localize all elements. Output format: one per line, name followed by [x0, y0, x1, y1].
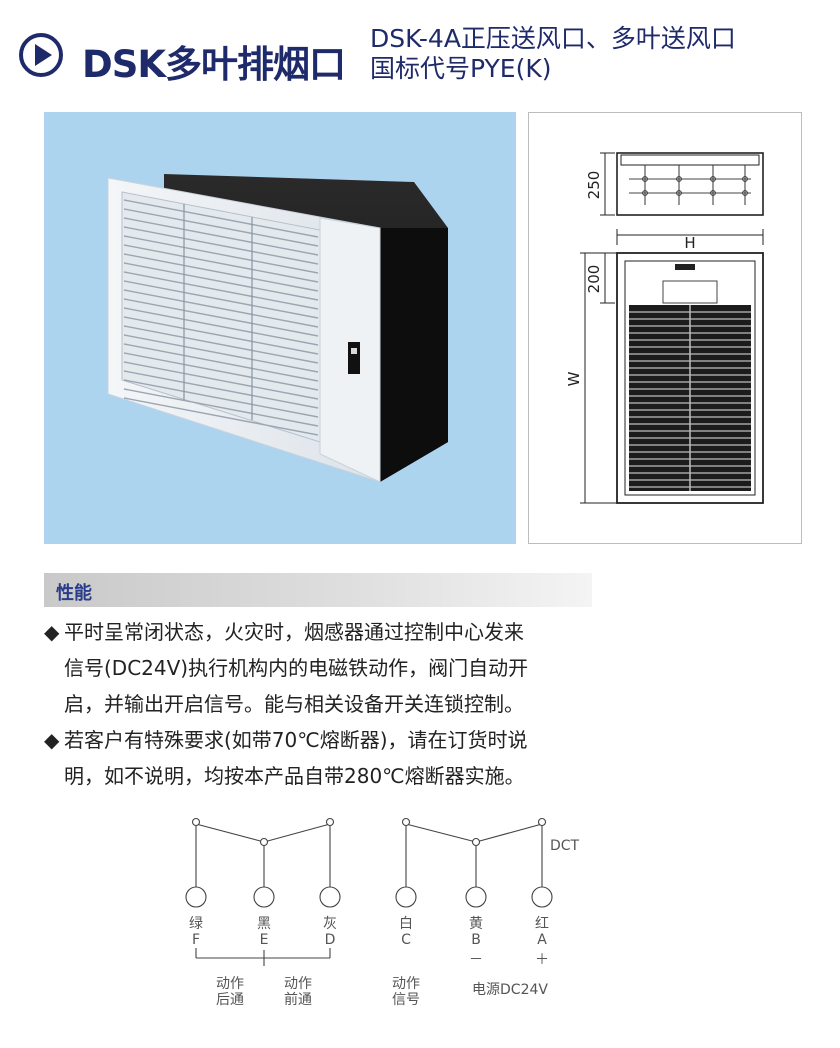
terminal-sign: ＋: [535, 952, 549, 968]
terminal-letter: C: [401, 932, 411, 948]
group-label-line1: 动作: [392, 976, 420, 992]
terminal-circle: [531, 886, 553, 908]
diamond-bullet-icon: ◆: [44, 728, 60, 752]
group-label-line1: 动作: [216, 976, 244, 992]
subtitle-line-1: DSK-4A正压送风口、多叶送风口: [370, 24, 736, 53]
dim-width-label: H: [684, 234, 695, 252]
terminal-color: 黄: [469, 915, 483, 932]
grille-louvers: [123, 199, 319, 436]
section-header: 性能: [44, 573, 592, 607]
bullet-item: ◆ 若客户有特殊要求(如带70℃熔断器)，请在订货时说 明，如不说明，均按本产品…: [44, 722, 604, 794]
dim-top-label: 200: [585, 265, 603, 294]
page-title: DSK多叶排烟口: [82, 43, 346, 86]
wiring-diagram: DCT 绿 F 黑 E 灰 D 白 C 黄 B － 红 A ＋ 动作 后通 动作…: [150, 810, 620, 1020]
terminal-circle: [395, 886, 417, 908]
diamond-bullet-icon: ◆: [44, 620, 60, 644]
terminal-circle: [319, 886, 341, 908]
dimension-drawing: 250 H 200: [528, 112, 802, 544]
group-label-line2: 后通: [216, 992, 244, 1008]
terminal-sign: －: [469, 952, 483, 968]
bullet-line: 明，如不说明，均按本产品自带280℃熔断器实施。: [64, 764, 525, 788]
play-icon: [19, 33, 63, 77]
terminal-color: 灰: [323, 916, 337, 932]
dimension-svg: 250 H 200: [565, 152, 764, 504]
dct-label: DCT: [550, 838, 580, 854]
header: DSK多叶排烟口 DSK-4A正压送风口、多叶送风口 国标代号PYE(K): [18, 22, 828, 86]
bullet-item: ◆ 平时呈常闭状态，火灾时，烟感器通过控制中心发来 信号(DC24V)执行机构内…: [44, 614, 604, 722]
terminal-letter: A: [537, 932, 547, 948]
dim-depth-label: 250: [585, 171, 603, 200]
terminal-circle: [465, 886, 487, 908]
dim-height-label: W: [565, 371, 583, 386]
smoke-vent-illustration: [107, 174, 448, 483]
terminal-color: 黑: [257, 916, 271, 932]
group-label-line2: 前通: [284, 991, 312, 1008]
terminal-letter: D: [325, 932, 336, 948]
terminal-color: 白: [399, 916, 413, 932]
subtitle-line-2: 国标代号PYE(K): [370, 54, 552, 83]
bullet-line: 若客户有特殊要求(如带70℃熔断器)，请在订货时说: [64, 728, 528, 752]
terminal-circle: [253, 886, 275, 908]
bullet-line: 平时呈常闭状态，火灾时，烟感器通过控制中心发来: [64, 620, 524, 644]
section-title: 性能: [56, 583, 92, 604]
terminal-letter: B: [471, 932, 481, 948]
terminal-letter: E: [260, 932, 269, 948]
bullet-line: 启，并输出开启信号。能与相关设备开关连锁控制。: [64, 692, 524, 716]
group-label-line2: 信号: [392, 992, 420, 1008]
terminal-color: 绿: [189, 916, 203, 932]
product-photo: [44, 112, 516, 544]
terminal-color: 红: [535, 916, 549, 932]
terminal-circle: [185, 886, 207, 908]
group-label-line1: 动作: [284, 976, 312, 992]
terminal-letter: F: [192, 932, 200, 948]
wiring-svg: DCT 绿 F 黑 E 灰 D 白 C 黄 B － 红 A ＋ 动作 后通 动作…: [185, 817, 580, 1008]
power-label: 电源DC24V: [472, 982, 548, 998]
handle: [348, 342, 360, 374]
bullet-line: 信号(DC24V)执行机构内的电磁铁动作，阀门自动开: [64, 656, 529, 680]
page-subtitle: DSK-4A正压送风口、多叶送风口 国标代号PYE(K): [370, 24, 736, 84]
